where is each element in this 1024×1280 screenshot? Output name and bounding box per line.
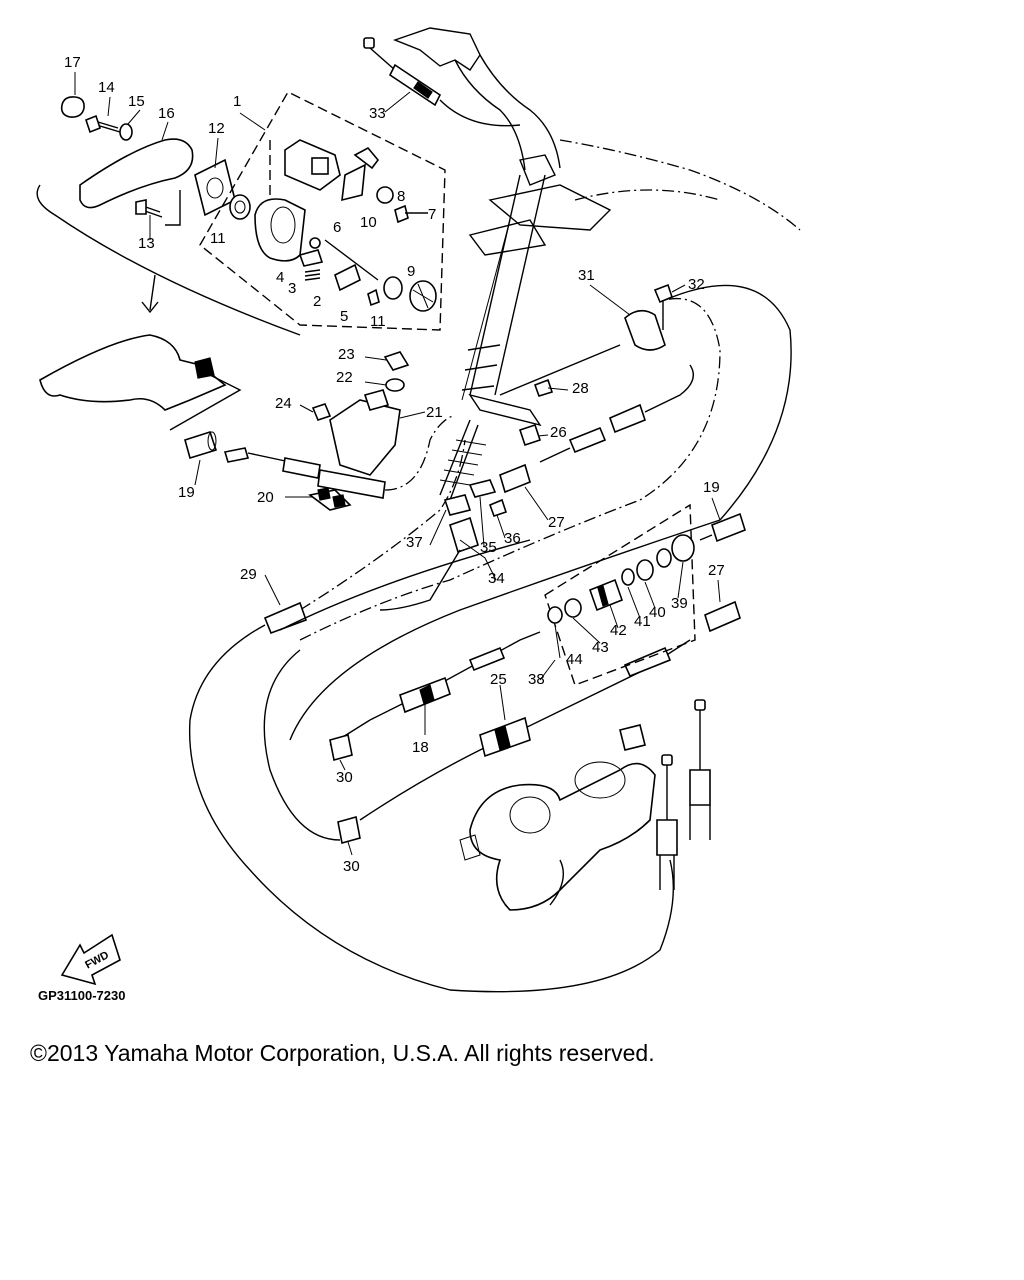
right-fittings [379, 283, 694, 611]
callout-11-b: 11 [370, 313, 386, 330]
callout-7: 7 [428, 206, 436, 223]
callout-16: 16 [158, 105, 175, 122]
callout-2: 2 [313, 293, 321, 310]
callout-27-b: 27 [708, 562, 725, 579]
callout-26: 26 [550, 424, 567, 441]
fwd-arrow-icon: FWD [60, 933, 121, 986]
callout-43: 43 [592, 639, 609, 656]
callout-23: 23 [338, 346, 355, 363]
callout-10: 10 [360, 214, 377, 231]
callout-12: 12 [208, 120, 225, 137]
throttle-lever-assembly [199, 91, 446, 331]
callout-6: 6 [333, 219, 341, 236]
leader-lines [74, 72, 721, 856]
callout-11-a: 11 [210, 230, 226, 247]
callout-21: 21 [426, 404, 443, 421]
callout-17: 17 [64, 54, 81, 71]
callout-28: 28 [572, 380, 589, 397]
callout-24: 24 [275, 395, 292, 412]
copyright-notice: ©2013 Yamaha Motor Corporation, U.S.A. A… [30, 1040, 655, 1066]
handlebar-assembly [363, 27, 801, 427]
callout-9: 9 [407, 263, 415, 280]
callout-40: 40 [649, 604, 666, 621]
callout-39: 39 [671, 595, 688, 612]
carburetor-assembly [459, 699, 711, 911]
callout-25: 25 [490, 671, 507, 688]
parts-diagram: FWD 1 2 3 4 5 6 7 8 9 10 11 11 12 13 14 … [36, 27, 801, 993]
callout-3: 3 [288, 280, 296, 297]
callout-42: 42 [610, 622, 627, 639]
cable-routing [188, 284, 792, 993]
callout-33: 33 [369, 105, 386, 122]
cable-section-left [184, 351, 456, 511]
callout-35: 35 [480, 539, 497, 556]
cable-adjuster-assembly [544, 503, 746, 686]
diagram-code: GP31100-7230 [38, 988, 126, 1003]
callout-30-a: 30 [336, 769, 353, 786]
callout-4: 4 [276, 269, 284, 286]
callout-41: 41 [634, 613, 651, 630]
callout-38: 38 [528, 671, 545, 688]
callout-1: 1 [233, 93, 241, 110]
callout-14: 14 [98, 79, 115, 96]
callout-31: 31 [578, 267, 595, 284]
callout-19-a: 19 [178, 484, 195, 501]
callout-32: 32 [688, 276, 705, 293]
callout-36: 36 [504, 530, 521, 547]
callout-labels: 1 2 3 4 5 6 7 8 9 10 11 11 12 13 14 15 1… [64, 54, 725, 875]
callout-44: 44 [566, 651, 583, 668]
callout-18: 18 [412, 739, 429, 756]
callout-27-a: 27 [548, 514, 565, 531]
callout-30-b: 30 [343, 858, 360, 875]
callout-13: 13 [138, 235, 155, 252]
callout-20: 20 [257, 489, 274, 506]
callout-15: 15 [128, 93, 145, 110]
callout-22: 22 [336, 369, 353, 386]
callout-19-b: 19 [703, 479, 720, 496]
grip-detail [39, 334, 242, 431]
callout-34: 34 [488, 570, 505, 587]
callout-29: 29 [240, 566, 257, 583]
callout-5: 5 [340, 308, 348, 325]
callout-37: 37 [406, 534, 423, 551]
callout-8: 8 [397, 188, 405, 205]
